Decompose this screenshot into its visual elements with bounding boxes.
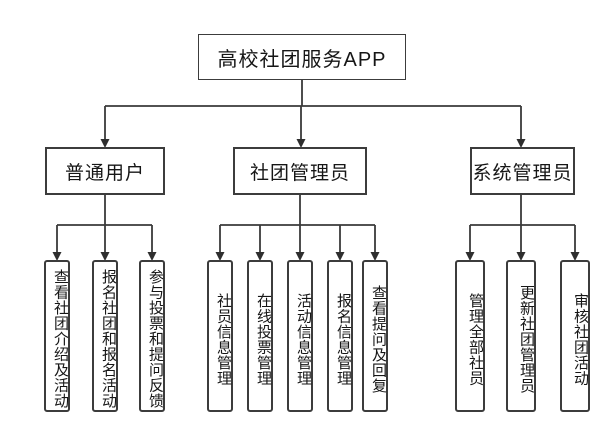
leaf-node: 查看提问及回复 <box>362 260 388 412</box>
leaf-node: 社员信息管理 <box>207 260 233 412</box>
leaf-node: 报名社团和报名活动 <box>92 260 118 412</box>
leaf-node: 活动信息管理 <box>287 260 313 412</box>
leaf-node: 在线投票管理 <box>247 260 273 412</box>
leaf-node: 审核社团活动 <box>560 260 590 412</box>
leaf-node: 参与投票和提问反馈 <box>139 260 165 412</box>
branch-node-normal-user: 普通用户 <box>45 147 165 195</box>
leaf-node: 管理全部社员 <box>455 260 485 412</box>
root-node: 高校社团服务APP <box>198 34 406 80</box>
leaf-node: 报名信息管理 <box>327 260 353 412</box>
leaf-node: 更新社团管理员 <box>506 260 536 412</box>
leaf-node: 查看社团介绍及活动 <box>44 260 70 412</box>
branch-node-club-admin: 社团管理员 <box>233 147 367 195</box>
branch-node-system-admin: 系统管理员 <box>470 147 575 195</box>
